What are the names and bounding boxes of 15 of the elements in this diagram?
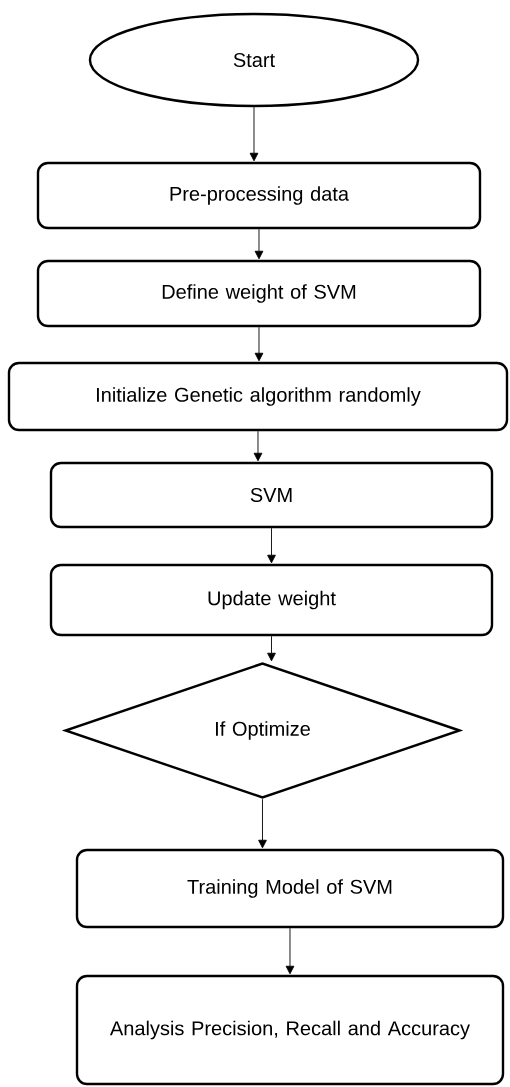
process-box: Pre-processing data [36, 161, 482, 230]
process-box: Define weight of SVM [36, 259, 482, 328]
process-box: SVM [49, 461, 494, 529]
process-box: Update weight [49, 563, 494, 637]
process-box: Initialize Genetic algorithm randomly [7, 361, 509, 432]
arrow [285, 927, 295, 975]
process-box: Analysis Precision, Recall and Accuracy [75, 974, 505, 1086]
process-box: Training Model of SVM [75, 848, 505, 929]
arrow [249, 106, 259, 162]
arrow [267, 635, 276, 662]
arrow [253, 430, 263, 462]
arrow [267, 527, 276, 564]
arrow [258, 798, 267, 849]
arrow [254, 326, 264, 362]
arrow [254, 228, 264, 260]
